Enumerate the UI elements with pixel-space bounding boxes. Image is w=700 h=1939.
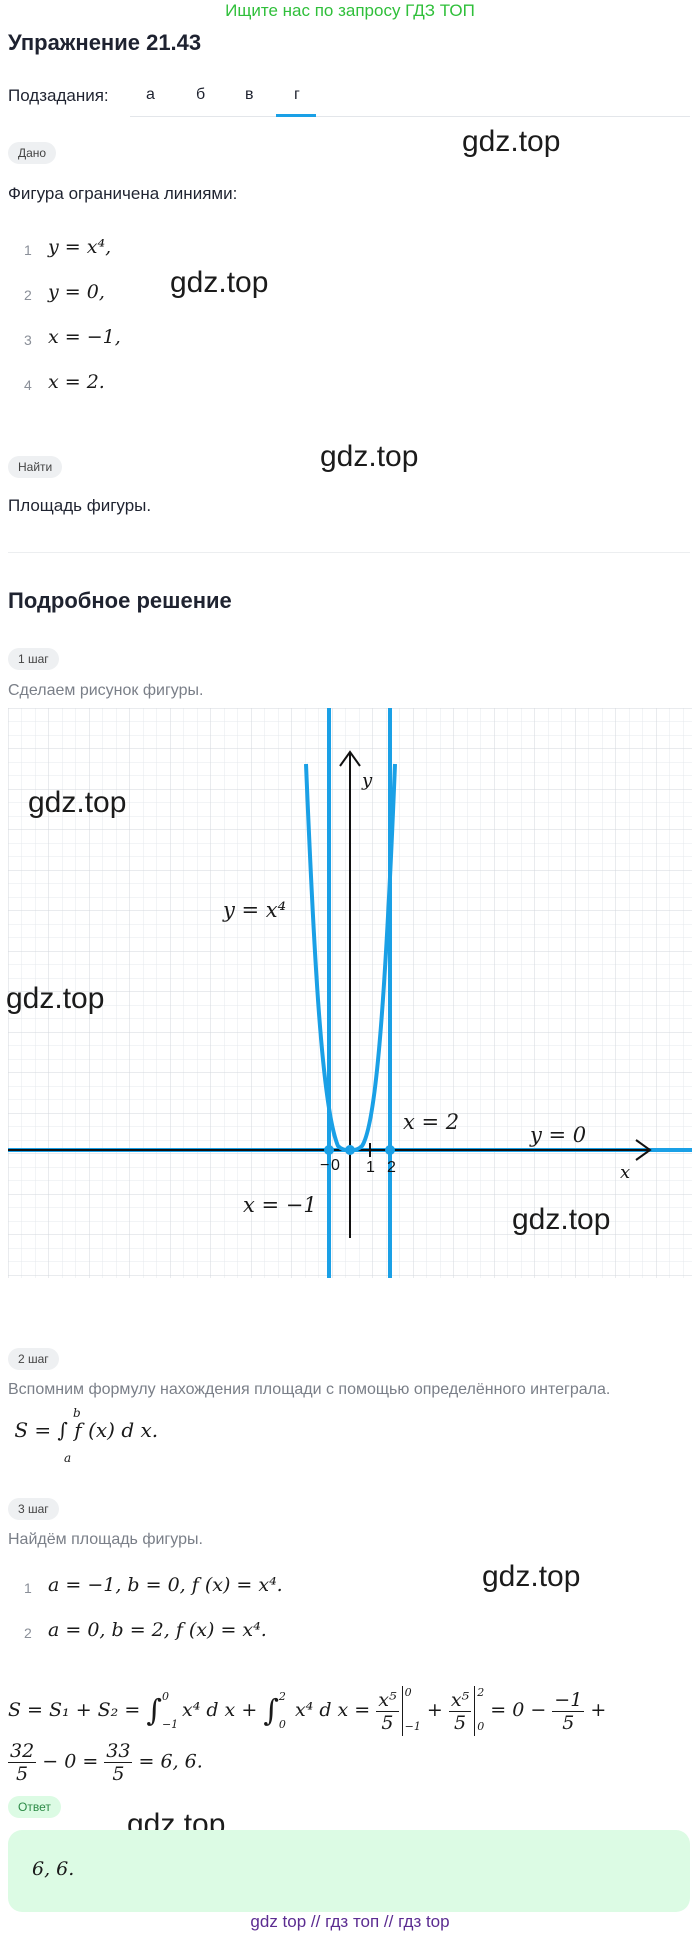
eval1-upper: 0 — [404, 1686, 412, 1699]
x-axis-arrow — [635, 1139, 652, 1161]
given-item: x = −1, — [48, 326, 121, 348]
watermark: gdz.top — [462, 125, 561, 158]
eval1-lower: −1 — [404, 1720, 421, 1733]
answer-value: 6, 6. — [32, 1858, 75, 1880]
label-y0: y = 0 — [529, 1123, 586, 1147]
tick-label: − — [320, 1157, 329, 1174]
step3-item: a = 0, b = 2, f (x) = x⁴. — [48, 1619, 267, 1641]
axis-label-y: y — [361, 770, 373, 791]
list-number: 2 — [24, 287, 32, 303]
axis-label-x: x — [620, 1162, 630, 1183]
given-item: y = 0, — [48, 281, 105, 303]
find-text: Площадь фигуры. — [8, 496, 152, 515]
integral-upper: b — [73, 1406, 81, 1420]
eval2-lower: 0 — [477, 1720, 485, 1733]
watermark: gdz.top — [320, 440, 419, 473]
eval2-upper: 2 — [477, 1686, 485, 1699]
step1-badge: 1 шаг — [8, 648, 59, 670]
point — [345, 1145, 355, 1155]
tab-a[interactable]: а — [146, 86, 155, 103]
answer-box — [8, 1830, 690, 1912]
tick-label: 0 — [331, 1157, 340, 1174]
list-number: 4 — [24, 377, 32, 393]
calc-plus: + — [426, 1699, 443, 1721]
point — [385, 1145, 395, 1155]
page-title: Упражнение 21.43 — [8, 30, 202, 55]
watermark: gdz.top — [512, 1203, 611, 1236]
int1-body: x⁴ d x + — [181, 1699, 258, 1721]
int1-upper: 0 — [161, 1690, 169, 1703]
label-x-minus1: x = −1 — [243, 1193, 317, 1217]
tick-label: 2 — [387, 1159, 396, 1176]
list-number: 3 — [24, 332, 32, 348]
watermark: gdz.top — [482, 1560, 581, 1593]
int2-body: x⁴ d x = — [294, 1699, 371, 1721]
formula-text: S = ∫ f (x) d x. — [14, 1418, 159, 1442]
step3-badge: 3 шаг — [8, 1498, 59, 1520]
given-badge: Дано — [8, 142, 57, 164]
tab-selected-indicator — [276, 114, 316, 117]
calc-part: S = S₁ + S₂ = — [8, 1699, 141, 1721]
curve-label: y = x⁴ — [222, 898, 286, 922]
tick-label: 1 — [366, 1159, 375, 1176]
solution-title: Подробное решение — [8, 588, 232, 613]
label-x2: x = 2 — [403, 1110, 459, 1134]
answer-badge: Ответ — [8, 1796, 61, 1818]
watermark: gdz.top — [170, 266, 269, 299]
int2-upper: 2 — [278, 1690, 286, 1703]
watermark: gdz.top — [6, 982, 105, 1015]
footer-links[interactable]: gdz top // гдз топ // гдз top — [250, 1912, 450, 1931]
given-item: x = 2. — [48, 371, 105, 393]
subtasks-label: Подзадания: — [8, 86, 109, 105]
list-number: 1 — [24, 1580, 32, 1596]
tab-g[interactable]: г — [294, 86, 300, 103]
point — [324, 1145, 334, 1155]
given-item: y = x⁴, — [48, 236, 112, 258]
y-axis-arrow — [339, 750, 361, 767]
list-number: 1 — [24, 242, 32, 258]
integral-sign: ∫ — [146, 1693, 162, 1729]
search-banner: Ищите нас по запросу ГДЗ ТОП — [225, 1, 475, 20]
integral-sign: ∫ — [263, 1693, 279, 1729]
integral-formula: S = ∫ f (x) d x. — [8, 1418, 158, 1442]
tabs-divider — [130, 116, 690, 117]
int1-lower: −1 — [161, 1718, 179, 1731]
int2-lower: 0 — [278, 1718, 286, 1731]
section-divider — [8, 552, 690, 553]
step2-text: Вспомним формулу нахождения площади с по… — [8, 1381, 611, 1398]
step3-item: a = −1, b = 0, f (x) = x⁴. — [48, 1574, 283, 1596]
function-graph: y = x⁴ x = 2 y = 0 x = −1 x y − 0 1 2 — [8, 708, 692, 1278]
tab-v[interactable]: в — [245, 86, 254, 103]
calc-minus: − 0 = — [42, 1750, 99, 1773]
tab-b[interactable]: б — [196, 86, 206, 103]
step2-badge: 2 шаг — [8, 1348, 59, 1370]
list-number: 2 — [24, 1625, 32, 1641]
calc-mid: = 0 − — [490, 1699, 547, 1721]
step1-text: Сделаем рисунок фигуры. — [8, 682, 204, 699]
step3-text: Найдём площадь фигуры. — [8, 1531, 203, 1548]
integral-lower: a — [64, 1451, 72, 1465]
watermark: gdz.top — [28, 786, 127, 819]
find-badge: Найти — [8, 456, 63, 478]
given-intro: Фигура ограничена линиями: — [8, 184, 238, 203]
calc-result: = 6, 6. — [138, 1750, 203, 1773]
calc-plus: + — [590, 1699, 607, 1721]
